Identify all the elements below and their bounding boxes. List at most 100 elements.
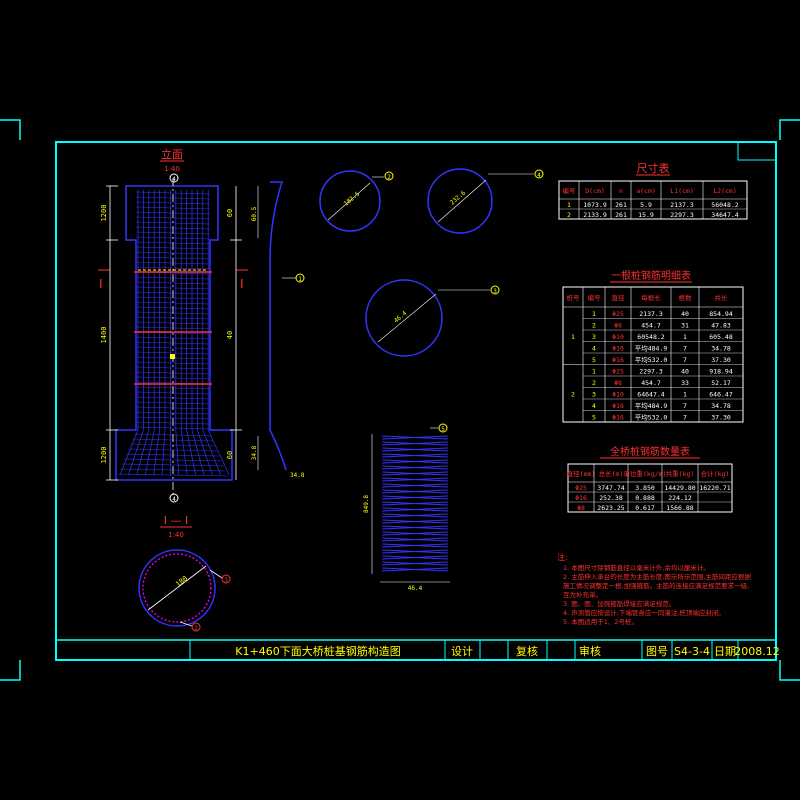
table-cell: 3.850 [635,484,655,492]
drawing-frame [55,141,777,661]
table-cell: 31 [681,321,689,329]
drawing-no: S4-3-4 [674,645,710,658]
table-cell: 平均484.9 [635,343,668,352]
dim-right-top: 60 [226,209,234,217]
table-header-cell: 合计(kg) [701,469,730,478]
dim-left-top: 1200 [100,205,108,222]
table-cell: 5 [592,413,596,421]
table-cell: 7 [683,344,687,352]
table-cell: 5.9 [640,201,652,209]
elevation-scale: 1:40 [164,165,180,173]
table-header-cell: 直径 [612,293,626,302]
bar-detail-ring-2: 182.5 2 [319,170,394,232]
approve-label: 审核 [579,644,601,658]
table-header-cell: 编号 [563,186,577,195]
note-line-2: 2. 主筋伸入承台的长度为主筋长度,图示所示范围,主筋间距应根据 [563,572,751,581]
table-cell: Φ8 [577,504,585,512]
table-cell: 646.47 [709,390,733,398]
frame-corner-box [737,141,777,161]
table-cell: 2 [592,379,596,387]
table-header-cell: L1(cm) [670,187,693,195]
bar3-dim: 46.4 [393,310,409,325]
elevation-marker-bottom: 4 [172,496,176,503]
table-cell: 3 [592,390,596,398]
table-cell: 2623.25 [597,504,624,512]
table-cell: 34.78 [711,402,731,410]
table-cell: Φ25 [612,310,624,318]
table-header-cell: 根数 [679,293,693,302]
table-cell: 7 [683,402,687,410]
dim-right-middle: 40 [226,331,234,339]
table-cell: 1 [592,367,596,375]
bar-detail-main: 60.5 34.8 34.8 1 [251,181,305,479]
table-cell: 854.94 [709,310,733,318]
table-cell: 34647.4 [711,211,738,219]
table-cell: 2 [567,211,571,219]
table-header-cell: 单位重(kg/m) [624,469,667,478]
table-cell: 2133.9 [583,211,607,219]
note-line-5: 3. 图、图、加强箍筋焊接应满足规范。 [563,599,675,608]
total-table: 全桥桩钢筋数量表 直径(mm)总长(m)单位重(kg/m)共重(kg)合计(kg… [567,445,733,513]
table-cell: 224.12 [668,494,692,502]
table-cell: 40 [681,367,689,375]
table-cell: Φ16 [612,413,624,421]
table-cell: 1073.9 [583,201,607,209]
table-cell: 2297.3 [670,211,694,219]
table-cell: Φ10 [612,333,624,341]
elevation-marker-top: 4 [172,176,176,183]
date-value: 2008.12 [734,645,780,658]
note-line-1: 1. 本图尺寸除钢筋直径以毫米计外,余均以厘米计。 [563,563,710,572]
drawing-title: K1+460下面大桥桩基钢筋构造图 [235,644,400,658]
table-header-cell: n [619,187,623,195]
bar1-dim-top: 60.5 [251,206,258,221]
bar2-callout: 2 [387,174,391,181]
table-cell: 0.888 [635,494,655,502]
stiffener-rings [134,271,212,385]
table-cell: Φ8 [614,321,622,329]
note-line-4: 互为补充单。 [563,590,602,599]
bar1-callout: 1 [298,276,302,283]
table-cell: Φ16 [612,402,624,410]
table-cell: Φ25 [575,484,587,492]
table-cell: Φ16 [612,344,624,352]
bar-detail-spiral: 849.8 46.4 5 [363,423,450,592]
table-cell: 52.17 [711,379,731,387]
table-cell: 454.7 [641,321,661,329]
dim-left-middle: 1400 [100,327,108,344]
total-table-title: 全桥桩钢筋数量表 [610,445,690,458]
table-cell: 252.38 [599,494,623,502]
table-cell: 15.9 [638,211,654,219]
table-header-cell: 编号 [588,293,602,302]
table-cell: 0.617 [635,504,655,512]
section-cut-right: I [240,277,244,291]
section-dim: 180 [174,574,189,588]
table-cell: 1 [592,310,596,318]
sheet-corner-marks [0,119,800,681]
table-cell: 64647.4 [637,390,664,398]
note-line-7: 5. 本图适用于1、2号桩。 [563,617,638,626]
table-cell: 7 [683,413,687,421]
section-view: I — I 1:40 180 3 2 [138,514,231,632]
bar3-callout: 3 [493,288,497,295]
table-header-cell: 总长(m) [599,469,624,478]
table-header-cell: 直径(mm) [567,469,596,478]
table-header-cell: a(cm) [636,187,656,195]
table-cell: 平均484.9 [635,401,668,410]
table-cell: 5 [592,356,596,364]
table-cell: 2137.3 [670,201,694,209]
rebar-table-title: 一根桩钢筋明细表 [611,269,691,282]
bar1-dim-bottom: 34.8 [251,445,258,460]
dim-left-bottom: 1200 [100,447,108,464]
table-cell: 454.7 [641,379,661,387]
title-block: K1+460下面大桥桩基钢筋构造图 设计 复核 审核 图号 S4-3-4 日期 … [56,639,780,660]
elevation-title: 立面 [161,147,183,161]
dim-right-bottom: 60 [226,451,234,459]
table-cell: 56048.2 [711,201,738,209]
table-cell: 37.30 [711,356,731,364]
table-cell: Φ16 [575,494,587,502]
table-cell: Φ16 [612,356,624,364]
table-cell: 47.83 [711,321,731,329]
section-title: I — I [164,514,188,527]
